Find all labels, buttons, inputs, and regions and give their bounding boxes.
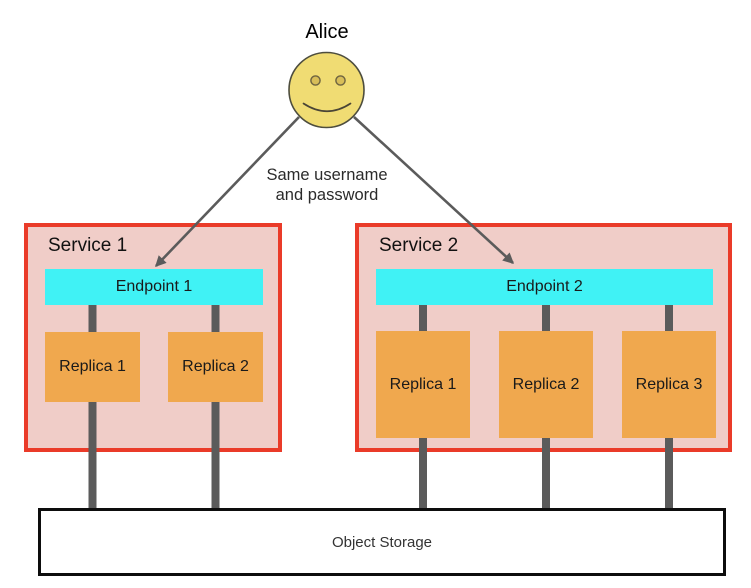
service-1-box: Service 1 Endpoint 1 Replica 1 Replica 2: [24, 223, 282, 452]
annotation-line-2: and password: [275, 186, 379, 204]
service-2-box: Service 2 Endpoint 2 Replica 1 Replica 2…: [355, 223, 732, 452]
service-1-replica-2: Replica 2: [168, 332, 263, 402]
service-2-endpoint-label: Endpoint 2: [506, 278, 583, 295]
alice-face-icon: [288, 51, 365, 129]
annotation-line-1: Same username: [266, 166, 388, 184]
replica-label: Replica 3: [635, 375, 703, 393]
service-1-endpoint: Endpoint 1: [45, 269, 263, 305]
arrow-annotation: Same username and password: [227, 165, 427, 205]
service-2-title: Service 2: [379, 235, 459, 256]
replica-label: Replica 1: [389, 375, 457, 393]
service-1-replica-1: Replica 1: [45, 332, 140, 402]
service-1-endpoint-label: Endpoint 1: [115, 278, 193, 295]
object-storage-box: Object Storage: [38, 508, 726, 576]
smile: [302, 102, 352, 113]
service-2-replica-3: Replica 3: [622, 331, 716, 438]
service-2-replica-2: Replica 2: [499, 331, 593, 438]
service-2-replica-1: Replica 1: [376, 331, 470, 438]
replica-label: Replica 2: [182, 358, 249, 375]
object-storage-label: Object Storage: [331, 533, 433, 551]
left-eye: [310, 75, 321, 86]
actor-name-label: Alice: [305, 21, 349, 43]
replica-label: Replica 2: [512, 375, 580, 393]
face-circle: [288, 51, 365, 129]
service-1-title: Service 1: [48, 235, 128, 256]
right-eye: [335, 75, 346, 86]
service-2-endpoint: Endpoint 2: [376, 269, 713, 305]
replica-label: Replica 1: [59, 358, 126, 375]
